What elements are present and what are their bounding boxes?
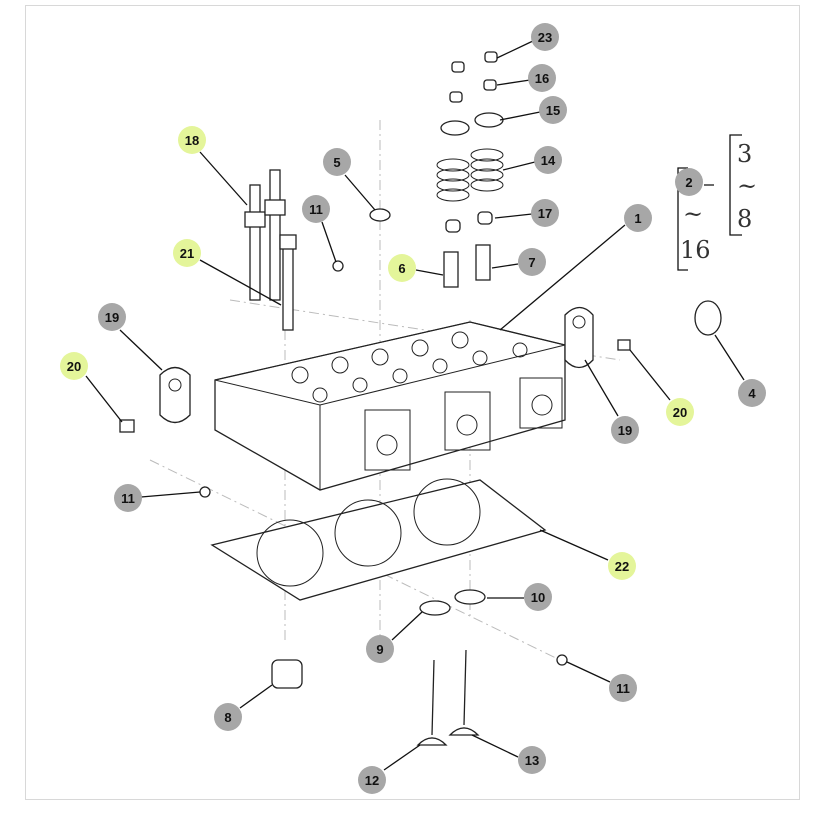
leader-lines [85, 39, 745, 771]
side-parts [119, 300, 722, 666]
callout-11[interactable]: 11 [609, 674, 637, 702]
callout-1[interactable]: 1 [624, 204, 652, 232]
callout-21[interactable]: 21 [173, 239, 201, 267]
callout-13[interactable]: 13 [518, 746, 546, 774]
callout-9[interactable]: 9 [366, 635, 394, 663]
callout-18[interactable]: 18 [178, 126, 206, 154]
callout-11[interactable]: 11 [302, 195, 330, 223]
head-bolts [244, 169, 297, 331]
range-tilde: ~ [683, 200, 704, 228]
callout-20[interactable]: 20 [666, 398, 694, 426]
callout-19[interactable]: 19 [98, 303, 126, 331]
callout-19[interactable]: 19 [611, 416, 639, 444]
callout-4[interactable]: 4 [738, 379, 766, 407]
callout-15[interactable]: 15 [539, 96, 567, 124]
callout-8[interactable]: 8 [214, 703, 242, 731]
callout-7[interactable]: 7 [518, 248, 546, 276]
callout-23[interactable]: 23 [531, 23, 559, 51]
callout-5[interactable]: 5 [323, 148, 351, 176]
callout-10[interactable]: 10 [524, 583, 552, 611]
callout-17[interactable]: 17 [531, 199, 559, 227]
callout-6[interactable]: 6 [388, 254, 416, 282]
callout-2[interactable]: 2 [675, 168, 703, 196]
head-gasket [210, 478, 547, 601]
diagram-frame [25, 5, 800, 800]
callout-14[interactable]: 14 [534, 146, 562, 174]
range-to: 16 [680, 236, 711, 264]
callout-22[interactable]: 22 [608, 552, 636, 580]
callout-11[interactable]: 11 [114, 484, 142, 512]
valve-train [332, 51, 504, 288]
callout-16[interactable]: 16 [528, 64, 556, 92]
subrange-tilde: ~ [737, 172, 758, 200]
callout-12[interactable]: 12 [358, 766, 386, 794]
callout-20[interactable]: 20 [60, 352, 88, 380]
lower-parts [271, 589, 486, 746]
cylinder-head [214, 321, 566, 491]
subrange-from: 3 [737, 140, 753, 168]
subrange-to: 8 [737, 205, 753, 233]
